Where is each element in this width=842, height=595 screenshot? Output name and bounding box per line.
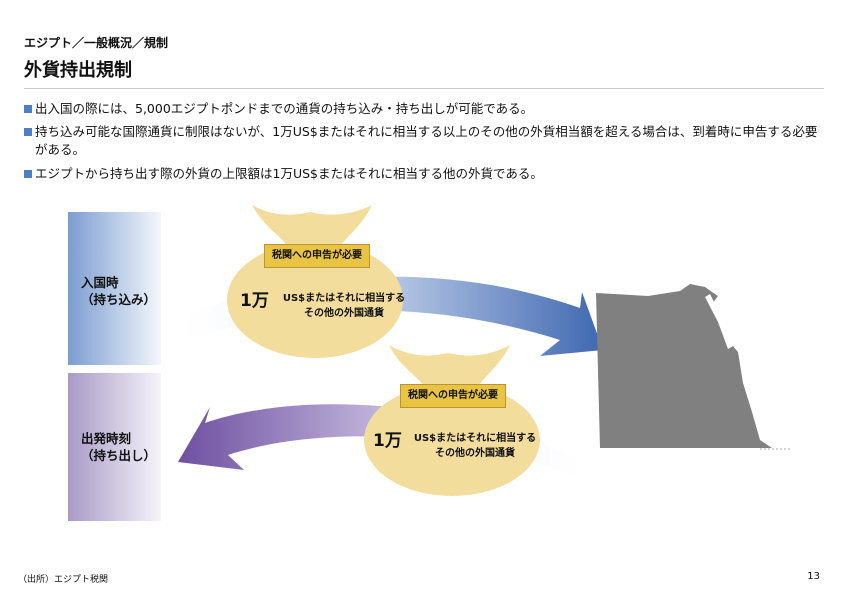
sinai-divider [715,291,739,337]
entry-declaration-tag: 税関への申告が必要 [264,244,370,268]
exit-amount: 1万 [373,431,402,451]
entry-label-line2: （持ち込み） [81,292,157,307]
exit-amount-desc: US$またはそれに相当する その他の外国通貨 [405,431,545,461]
exit-arrow [178,404,592,480]
exit-panel: 出発時刻 （持ち出し） [68,373,161,521]
bullet-item-2: 持ち込み可能な国際通貨に制限はないが、1万US$またはそれに相当する以上のその他… [24,123,825,159]
page-title: 外貨持出規制 [24,60,132,81]
exit-desc-line1: US$またはそれに相当する [413,433,537,444]
bullet-text-2: 持ち込み可能な国際通貨に制限はないが、1万US$またはそれに相当する以上のその他… [35,124,818,157]
page-number: 13 [807,571,820,582]
gulf-of-suez [705,294,733,349]
entry-desc-line2: その他の外国通貨 [304,308,384,319]
bullet-text-3: エジプトから持ち出す際の外貨の上限額は1万US$またはそれに相当する他の外貨であ… [35,166,543,181]
exit-label: 出発時刻 （持ち出し） [81,430,156,464]
bullet-item-3: エジプトから持ち出す際の外貨の上限額は1万US$またはそれに相当する他の外貨であ… [24,165,825,183]
exit-label-line1: 出発時刻 [81,431,132,446]
footer-source: （出所）エジプト税関 [18,575,109,585]
exit-label-line2: （持ち出し） [81,448,157,463]
exit-desc-line2: その他の外国通貨 [435,448,515,459]
entry-label: 入国時 （持ち込み） [81,274,156,308]
entry-amount-desc: US$またはそれに相当する その他の外国通貨 [274,291,414,321]
bullet-square-icon [24,170,32,178]
egypt-map [596,284,772,448]
bullet-square-icon [24,128,32,136]
entry-desc-line1: US$またはそれに相当する [282,293,406,304]
breadcrumb: エジプト／一般概況／規制 [24,36,169,50]
entry-label-line1: 入国時 [81,275,119,290]
bullet-square-icon [24,105,32,113]
entry-panel: 入国時 （持ち込み） [68,212,161,365]
bullet-text-1: 出入国の際には、5,000エジプトポンドまでの通貨の持ち込み・持ち出しが可能であ… [35,101,534,116]
entry-money-bag [227,205,403,358]
exit-declaration-tag: 税関への申告が必要 [400,384,506,408]
bullet-item-1: 出入国の際には、5,000エジプトポンドまでの通貨の持ち込み・持ち出しが可能であ… [24,100,825,118]
title-divider [24,88,824,89]
entry-amount: 1万 [240,291,269,311]
exit-money-bag [364,345,540,496]
